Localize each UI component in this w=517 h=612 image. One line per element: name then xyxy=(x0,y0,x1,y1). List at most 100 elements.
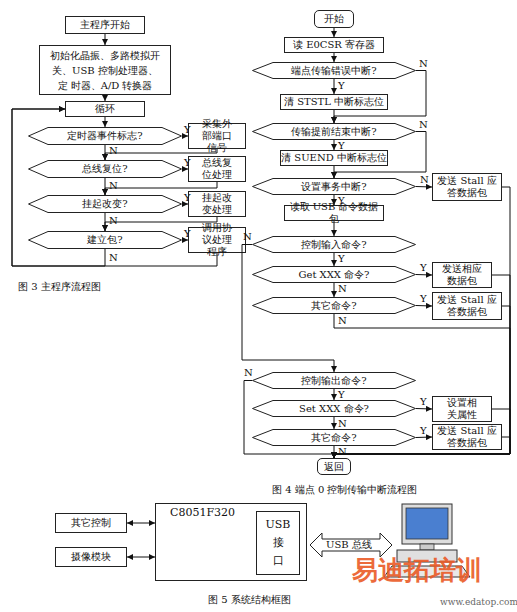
branch-label: N xyxy=(109,145,118,157)
flow-connector xyxy=(334,389,335,400)
node-text: 定时器事件标志? xyxy=(67,130,142,142)
process-box: 其它控制 xyxy=(55,513,127,533)
node-text: 发送 Stall 应答数据包 xyxy=(437,425,497,449)
flow-connector xyxy=(334,28,335,37)
flow-connector xyxy=(334,417,335,429)
branch-label: Y xyxy=(184,157,191,169)
decision-diamond: 建立包? xyxy=(28,231,182,249)
process-box: 采集外部端口信号 xyxy=(188,123,246,149)
diamond-shape xyxy=(253,179,416,195)
diamond-shape xyxy=(29,128,182,145)
node-text: C8051F320 xyxy=(170,507,235,519)
branch-label: Y xyxy=(184,228,191,240)
decision-diamond: Get XXX 命令? xyxy=(252,266,416,283)
process-box: 摄像模块 xyxy=(55,547,127,567)
diamond-shape xyxy=(29,232,182,249)
process-box: 发送 Stall 应答数据包 xyxy=(432,424,502,450)
decision-diamond: 定时器事件标志? xyxy=(28,127,182,145)
node-text: 控制输出命令? xyxy=(301,375,366,387)
branch-label: N xyxy=(338,315,347,327)
node-text: 清 STSTL 中断标志位 xyxy=(284,96,384,108)
branch-label: N xyxy=(243,231,252,243)
flow-connector xyxy=(105,34,106,45)
flow-connector xyxy=(334,166,335,178)
node-text: 其它命令? xyxy=(311,432,356,444)
branch-label: N xyxy=(419,119,428,131)
node-text: 发送 Stall 应答数据包 xyxy=(437,294,497,318)
branch-label: Y xyxy=(420,293,427,305)
node-text: 开始 xyxy=(324,13,344,25)
bus-label: USB 总线 xyxy=(326,539,372,551)
flow-connector xyxy=(334,79,335,94)
branch-label: Y xyxy=(420,396,427,408)
decision-diamond: 传输提前结束中断? xyxy=(252,123,416,140)
node-text: 挂起改变处理 xyxy=(198,192,236,216)
process-box: 设置相关属性 xyxy=(432,396,492,422)
watermark: www.edatop.com xyxy=(440,596,517,608)
branch-label: Y xyxy=(420,425,427,437)
flow-connector xyxy=(244,381,334,459)
process-box: 挂起改变处理 xyxy=(188,191,246,217)
flow-connector xyxy=(12,109,217,266)
branch-label: Y xyxy=(338,140,345,152)
process-box: 读 E0CSR 寄存器 xyxy=(284,37,384,53)
node-text: 建立包? xyxy=(87,234,122,246)
decision-diamond: Set XXX 命令? xyxy=(252,400,416,417)
branch-label: Y xyxy=(338,80,345,92)
branch-label: N xyxy=(338,283,347,295)
flow-connector xyxy=(334,140,335,150)
diamond-shape xyxy=(253,124,416,140)
node-text: USB 接 口 xyxy=(266,516,291,570)
flow-connector xyxy=(105,117,106,127)
diamond-shape xyxy=(253,430,416,446)
branch-label: N xyxy=(109,215,118,227)
decision-diamond: 端点传输错误中断? xyxy=(252,62,416,79)
node-text: 总线复位处理 xyxy=(198,157,236,181)
branch-label: Y xyxy=(338,253,345,265)
branch-label: N xyxy=(109,252,118,264)
flow-connector xyxy=(416,305,432,307)
node-text: 采集外部端口信号 xyxy=(198,118,236,154)
decision-diamond: 其它命令? xyxy=(252,429,416,446)
watermark: 易迪拓培训 xyxy=(352,556,482,584)
flow-connector xyxy=(334,283,335,297)
branch-label: N xyxy=(109,180,118,192)
node-text: 其它控制 xyxy=(71,517,111,529)
decision-diamond: 挂起改变? xyxy=(28,195,182,213)
node-text: Set XXX 命令? xyxy=(299,403,369,415)
node-text: 传输提前结束中断? xyxy=(291,126,376,138)
node-text: 端点传输错误中断? xyxy=(291,65,376,77)
diamond-shape xyxy=(253,63,416,79)
branch-label: Y xyxy=(184,192,191,204)
process-box: 清 SUEND 中断标志位 xyxy=(280,150,388,166)
branch-label: N xyxy=(338,446,347,458)
branch-label: Y xyxy=(338,389,345,401)
diamond-shape xyxy=(29,196,182,213)
node-text: 其它命令? xyxy=(311,300,356,312)
node-text: 循环 xyxy=(95,103,115,115)
flow-connector xyxy=(334,253,335,266)
process-box: 循环 xyxy=(65,101,145,117)
flow-connector xyxy=(334,446,335,458)
diamond-shape xyxy=(253,298,416,314)
process-box: 发送相应数据包 xyxy=(432,262,492,288)
branch-label: N xyxy=(420,174,429,186)
flow-connector xyxy=(416,274,432,276)
flow-connector xyxy=(334,53,335,62)
flow-connector xyxy=(127,557,155,558)
node-text: 设置事务中断? xyxy=(301,181,366,193)
decision-diamond: 设置事务中断? xyxy=(252,178,416,195)
bus-arrow xyxy=(310,533,392,557)
process-box: 主程序开始 xyxy=(65,16,145,34)
branch-label: Y xyxy=(420,262,427,274)
figure-caption: 图 5 系统结构框图 xyxy=(208,594,291,606)
terminal-box: 开始 xyxy=(314,10,354,28)
flow-connector xyxy=(105,145,106,160)
decision-diamond: 总线复位? xyxy=(28,160,182,178)
figure-caption: 图 3 主程序流程图 xyxy=(18,281,101,293)
diamond-shape xyxy=(253,373,416,389)
branch-label: N xyxy=(244,367,253,379)
node-text: 返回 xyxy=(324,461,344,473)
flow-connector xyxy=(416,437,432,439)
